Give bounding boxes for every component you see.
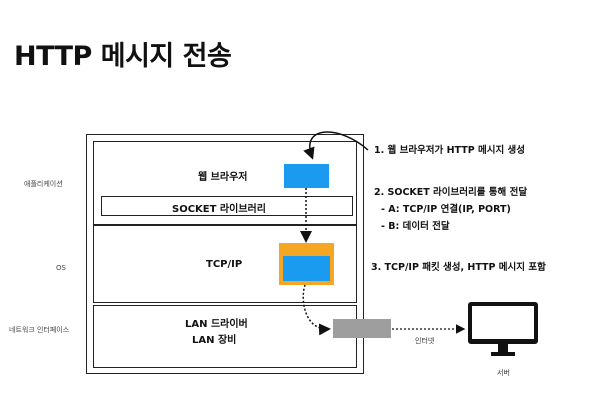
socket-library-label: SOCKET 라이브러리 — [172, 204, 266, 215]
page-title: HTTP 메시지 전송 — [14, 41, 232, 72]
note-step2b: - B: 데이터 전달 — [381, 221, 450, 232]
monitor-icon — [468, 302, 538, 356]
lan-device-label: LAN 장비 — [192, 335, 237, 346]
note-step3: 3. TCP/IP 패킷 생성, HTTP 메시지 포함 — [371, 262, 546, 273]
layer-label-os: OS — [56, 264, 66, 272]
server-label: 서버 — [497, 369, 510, 377]
note-step2: 2. SOCKET 라이브러리를 통해 전달 — [374, 187, 528, 198]
internet-label: 인터넷 — [415, 337, 435, 345]
packet-payload — [283, 256, 330, 281]
note-step2a: - A: TCP/IP 연결(IP, PORT) — [381, 204, 511, 215]
tcpip-label: TCP/IP — [206, 259, 243, 270]
layer-label-application: 애플리케이션 — [24, 180, 63, 188]
lan-frame-block — [333, 319, 391, 338]
socket-library-box: SOCKET 라이브러리 — [101, 196, 353, 216]
layer-label-network-interface: 네트워크 인터페이스 — [9, 326, 70, 334]
http-message-block — [284, 164, 329, 188]
network-interface-layer: LAN 드라이버 LAN 장비 — [93, 305, 357, 368]
lan-driver-label: LAN 드라이버 — [185, 319, 248, 330]
browser-label: 웹 브라우저 — [198, 172, 248, 183]
note-step1: 1. 웹 브라우저가 HTTP 메시지 생성 — [374, 145, 525, 156]
arrow-step1 — [303, 131, 369, 160]
arrow-to-lan — [302, 284, 331, 336]
tcpip-packet — [279, 243, 334, 285]
